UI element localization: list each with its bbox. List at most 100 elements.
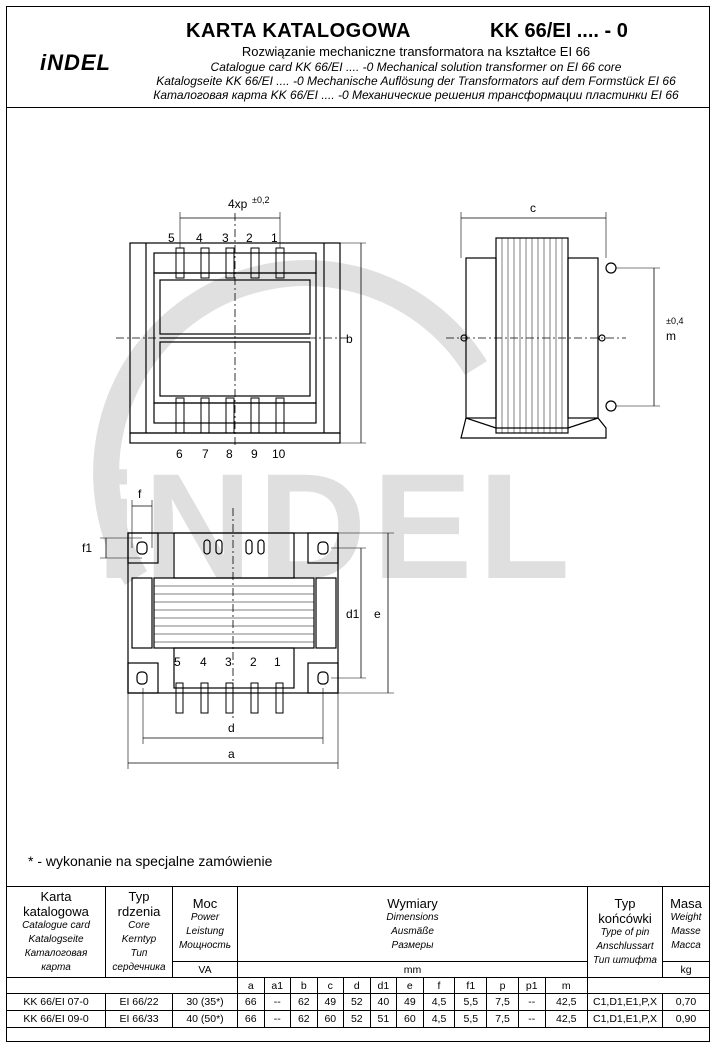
cell-dim: -- [263,1010,292,1028]
cell-dim: 60 [396,1010,424,1028]
unit-dims: mm [237,961,588,978]
pin-label: 9 [251,447,258,461]
header-text: Karta [40,889,72,904]
card-frame [6,6,710,1042]
pin-label: 8 [226,447,233,461]
pin-label: 4 [200,655,207,669]
dim-b-label: b [346,332,353,346]
cell-dim: 66 [237,1010,265,1028]
pin-label: 4 [196,231,203,245]
cell-power: 30 (35*) [172,993,238,1011]
cell-dim: 4,5 [422,993,456,1011]
header-text: Leistung [186,925,224,937]
header-text: Katalogseite [28,934,84,945]
header-card: Karta katalogowa Catalogue card Katalogs… [6,886,106,978]
cell-card: KK 66/EI 07-0 [6,993,106,1011]
plan-view [100,500,394,769]
header-text: Wymiary [387,895,438,911]
table-header-row: Karta katalogowa Catalogue card Katalogs… [6,886,710,978]
unit-mass: kg [662,961,710,978]
pin-label: 10 [272,447,286,461]
page-title: KARTA KATALOGOWA [186,20,412,42]
dim-col: c [316,977,345,994]
cell-core: EI 66/22 [105,993,173,1011]
cell-dim: -- [518,1010,546,1028]
cell-dim: 62 [290,993,318,1011]
cell-dim: 52 [343,993,371,1011]
table-row: KK 66/EI 07-0 EI 66/22 30 (35*) 66 -- 62… [6,993,710,1011]
dim-columns-row: a a1 b c d d1 e f f1 p p1 m [6,977,710,994]
pin-label: 2 [246,231,253,245]
header-power: Moc Power Leistung Мощность [172,886,238,962]
unit-power: VA [172,961,238,978]
dim-col: f1 [454,977,488,994]
header-pin: Typ końcówki Type of pin Anschlussart Ти… [587,886,663,978]
header-text: Catalogue card [22,920,90,931]
subtitle-ru: Каталоговая карта KK 66/EI .... -0 Механ… [153,88,679,102]
header-mass: Masa Weight Masse Масса [662,886,710,962]
dim-f-label: f [138,487,142,501]
pin-label: 7 [202,447,209,461]
dim-col: p1 [518,977,546,994]
header-text: Каталоговая [24,948,88,959]
spacer-cell [6,977,238,994]
header-text: Moc [192,895,218,911]
dim-col: b [290,977,318,994]
cell-dim: 49 [316,993,345,1011]
pin-label: 5 [174,655,181,669]
dim-col: a [237,977,265,994]
pin-label: 3 [225,655,232,669]
dim-pitch-tolerance: ±0,2 [252,195,269,205]
header-text: Тип штифта [593,955,657,966]
header-text: сердечника [112,962,166,973]
dim-f1-label: f1 [82,541,92,555]
pin-labels-bottom: 6 7 8 9 10 [176,447,286,461]
header-text: Масса [671,939,701,951]
dim-col: m [544,977,589,994]
subtitle-en: Catalogue card KK 66/EI .... -0 Mechanic… [210,60,622,74]
header-text: Power [190,911,220,923]
dim-d-label: d [228,721,235,735]
dim-pitch-label: 4xp [228,197,248,211]
header-text: rdzenia [117,904,161,919]
header-text: Anschlussart [596,941,654,952]
header-text: карта [41,962,71,973]
dim-col: f [422,977,456,994]
pin-label: 6 [176,447,183,461]
pin-labels-plan: 5 4 3 2 1 [174,655,281,669]
header-text: Kerntyp [121,934,157,945]
pin-labels-top: 5 4 3 2 1 [168,231,278,245]
cell-dim: -- [263,993,292,1011]
spec-table: Karta katalogowa Catalogue card Katalogs… [6,886,710,1028]
spacer-cell [587,977,710,994]
cell-pin: C1,D1,E1,P,X [587,993,663,1011]
pin-label: 1 [271,231,278,245]
catalogue-code: KK 66/EI .... - 0 [490,20,628,42]
header-text: Typ [128,889,150,904]
header-core: Typ rdzenia Core Kerntyp Тип сердечника [105,886,173,978]
cell-dim: 40 [369,993,398,1011]
cell-dim: 7,5 [486,993,519,1011]
header-text: Ausmäße [391,925,434,937]
header-dimensions: Wymiary Dimensions Ausmäße Размеры [237,886,588,962]
dim-col: d [343,977,371,994]
pin-label: 2 [250,655,257,669]
header-text: katalogowa [23,904,89,919]
cell-dim: 52 [343,1010,371,1028]
header-text: Dimensions [386,911,439,923]
cell-dim: 5,5 [454,993,488,1011]
subtitle-pl: Rozwiązanie mechaniczne transformatora n… [241,44,591,59]
dim-col: a1 [263,977,292,994]
cell-dim: 42,5 [544,993,589,1011]
pin-label: 5 [168,231,175,245]
technical-drawing: iNDEL 4xp ±0,2 b [82,195,683,769]
cell-dim: 66 [237,993,265,1011]
front-view [116,212,366,448]
cell-dim: 51 [369,1010,398,1028]
dim-c-label: c [530,201,536,215]
cell-dim: 42,5 [544,1010,589,1028]
cell-mass: 0,90 [662,1010,710,1028]
cell-dim: 7,5 [486,1010,519,1028]
dim-col: p [486,977,519,994]
dim-e-label: e [374,607,381,621]
